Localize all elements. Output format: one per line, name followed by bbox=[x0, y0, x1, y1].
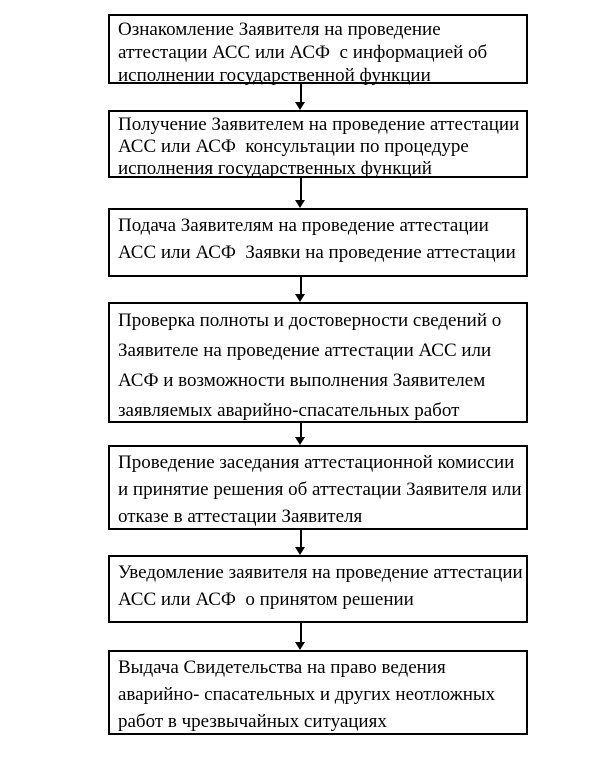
step-text-line: работ в чрезвычайных ситуациях bbox=[118, 711, 387, 732]
arrow-down-icon bbox=[295, 200, 305, 208]
connector-arrow-2 bbox=[294, 178, 307, 208]
flow-step-6-box: Уведомление заявителя на проведение атте… bbox=[108, 555, 528, 623]
arrow-shaft bbox=[299, 423, 302, 439]
flow-step-5-box: Проведение заседания аттестационной коми… bbox=[108, 445, 528, 530]
arrow-shaft bbox=[299, 530, 302, 549]
connector-arrow-1 bbox=[294, 84, 307, 110]
step-text-line: исполнения государственных функций bbox=[118, 158, 432, 179]
arrow-down-icon bbox=[295, 294, 305, 302]
step-text-line: АСС или АСФ Заявки на проведение аттеста… bbox=[118, 242, 516, 263]
arrow-shaft bbox=[299, 84, 302, 104]
arrow-down-icon bbox=[295, 437, 305, 445]
step-text-line: АСФ и возможности выполнения Заявителем bbox=[118, 370, 486, 391]
step-text-line: и принятие решения об аттестации Заявите… bbox=[118, 479, 522, 500]
step-text-line: Проверка полноты и достоверности сведени… bbox=[118, 310, 502, 331]
step-text-line: Проведение заседания аттестационной коми… bbox=[118, 452, 515, 473]
connector-arrow-4 bbox=[294, 423, 307, 445]
step-text-line: АСС или АСФ консультации по процедуре bbox=[118, 136, 469, 157]
step-text-line: Уведомление заявителя на проведение атте… bbox=[118, 562, 523, 583]
step-text-line: Заявителе на проведение аттестации АСС и… bbox=[118, 340, 492, 361]
step-text-line: Подача Заявителям на проведение аттестац… bbox=[118, 215, 489, 236]
connector-arrow-6 bbox=[294, 623, 307, 650]
flow-step-1-box: Ознакомление Заявителя на проведение атт… bbox=[108, 14, 528, 86]
step-text-line: Получение Заявителем на проведение аттес… bbox=[118, 114, 520, 135]
arrow-down-icon bbox=[295, 547, 305, 555]
arrow-down-icon bbox=[295, 642, 305, 650]
arrow-shaft bbox=[299, 623, 302, 644]
flow-step-2-box: Получение Заявителем на проведение аттес… bbox=[108, 110, 528, 179]
step-text-line: АСС или АСФ о принятом решении bbox=[118, 589, 414, 610]
flow-step-4-box: Проверка полноты и достоверности сведени… bbox=[108, 302, 528, 423]
step-text-line: заявляемых аварийно-спасательных работ bbox=[118, 400, 460, 421]
step-text-line: отказе в аттестации Заявителя bbox=[118, 506, 363, 527]
step-text-line: аттестации АСС или АСФ с информацией об bbox=[118, 42, 488, 63]
step-text-line: Выдача Свидетельства на право ведения bbox=[118, 657, 446, 678]
step-text-line: аварийно- спасательных и других неотложн… bbox=[118, 684, 496, 705]
step-text-line: исполнении государственной функции bbox=[118, 65, 431, 86]
connector-arrow-3 bbox=[294, 277, 307, 302]
arrow-shaft bbox=[299, 277, 302, 296]
connector-arrow-5 bbox=[294, 530, 307, 555]
step-text-line: Ознакомление Заявителя на проведение bbox=[118, 19, 441, 40]
flow-step-3-box: Подача Заявителям на проведение аттестац… bbox=[108, 208, 528, 277]
arrow-down-icon bbox=[295, 102, 305, 110]
flow-step-7-box: Выдача Свидетельства на право ведения ав… bbox=[108, 650, 528, 735]
arrow-shaft bbox=[299, 178, 302, 202]
